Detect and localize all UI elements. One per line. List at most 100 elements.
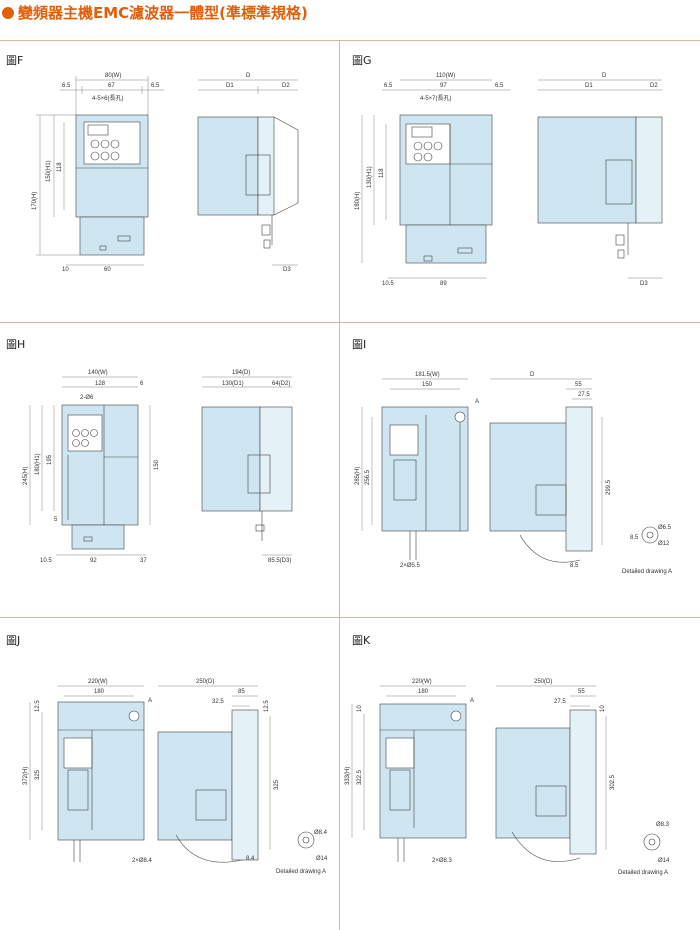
dim-height: 333(H) (345, 767, 351, 785)
dim-width: 80(W) (105, 73, 121, 79)
dim-d-offset: 27.5 (578, 392, 590, 398)
callout-a: A (148, 698, 152, 704)
detail-dia-2: Ø12 (658, 541, 670, 547)
dim-width: 110(W) (436, 73, 455, 79)
divider (339, 40, 340, 930)
dim-d-top: 12.5 (264, 700, 270, 712)
detail-dia-2: Ø14 (316, 856, 328, 862)
dim-bottom-left: 10 (62, 267, 69, 273)
divider (0, 322, 700, 323)
dim-depth: 194(D) (232, 370, 250, 376)
dim-h2: 195 (47, 454, 53, 465)
page-title: 變頻器主機EMC濾波器一體型(準標準規格) (2, 2, 308, 23)
dim-d-height: 302.5 (610, 774, 616, 790)
dim-h3: 299.5 (606, 479, 612, 495)
dim-d-right: 55 (575, 382, 582, 388)
dim-width: 220(W) (412, 679, 432, 685)
dim-h1: 180(H1) (35, 453, 41, 475)
dim-foot: 8.5 (570, 563, 579, 569)
detail-caption: Detailed drawing A (622, 569, 672, 575)
dim-depth: 250(D) (534, 679, 552, 685)
panel-label-i: 圖I (352, 338, 367, 351)
dim-d1: 130(D1) (222, 381, 244, 387)
dim-holes: 2×Ø5.5 (400, 563, 421, 569)
dim-bottom-mid: 89 (440, 281, 447, 287)
dim-h2: 256.5 (365, 469, 371, 485)
dim-bottom-mid: 92 (90, 558, 97, 564)
dim-d1: D1 (585, 83, 593, 89)
detail-dim: 8.5 (630, 535, 639, 541)
dim-mid: 128 (95, 381, 106, 387)
dim-foot: 8.4 (246, 856, 255, 862)
dim-depth: D (246, 73, 251, 79)
panel-label-h: 圖H (6, 338, 26, 351)
dim-height: 372(H) (23, 767, 29, 785)
dim-width: 220(W) (88, 679, 108, 685)
dim-bottom: 5 (54, 517, 58, 523)
dim-d-top: 10 (600, 705, 606, 712)
callout-a: A (470, 698, 474, 704)
dim-holes: 2×Ø8.3 (432, 858, 453, 864)
dim-d2: D2 (282, 83, 290, 89)
divider (0, 617, 700, 618)
detail-dia-1: Ø8.3 (656, 822, 670, 828)
bullet-icon (2, 7, 14, 19)
dim-depth: D (530, 372, 535, 378)
panel-label-f: 圖F (6, 54, 24, 67)
dim-d-offset: 32.5 (212, 699, 224, 705)
dim-bottom-left: 10.5 (40, 558, 52, 564)
dim-h2: 325 (35, 769, 41, 780)
dim-depth: D (602, 73, 607, 79)
drawing-i: 181.5(W) 150 285(H) 256.5 299.5 A D 55 2… (355, 372, 672, 575)
dim-d3: 85.5(D3) (268, 558, 291, 564)
dim-d-offset: 27.5 (554, 699, 566, 705)
dim-height: 285(H) (355, 467, 361, 485)
divider (0, 40, 700, 41)
dim-h2: 118 (379, 168, 385, 178)
dim-d2: 64(D2) (272, 381, 290, 387)
dim-mid: 67 (108, 83, 115, 89)
drawing-g: 110(W) 6.5 97 6.5 4-5×7(長孔) 180(H) 130(H… (355, 73, 663, 287)
dim-mid: 97 (440, 83, 447, 89)
dim-d3: D3 (640, 281, 648, 287)
dim-mid: 180 (94, 689, 105, 695)
dim-mid: 180 (418, 689, 429, 695)
dim-holes: 4-5×6(長孔) (92, 94, 124, 102)
dim-height: 245(H) (23, 467, 29, 485)
panel-label-j: 圖J (6, 634, 21, 647)
detail-caption: Detailed drawing A (276, 869, 326, 875)
dim-holes: 2-Ø6 (80, 395, 94, 401)
dim-height: 170(H) (32, 192, 38, 210)
dim-bottom-right: 37 (140, 558, 147, 564)
dim-h2: 322.5 (357, 769, 363, 785)
dim-depth: 250(D) (196, 679, 214, 685)
drawing-f: 80(W) 6.5 67 6.5 4-5×6(長孔) 170(H) 150(H1… (32, 73, 299, 273)
panel-label-g: 圖G (352, 54, 372, 67)
dim-d-right: 55 (578, 689, 585, 695)
dim-bottom-mid: 60 (104, 267, 111, 273)
dim-right: 6.5 (495, 83, 504, 89)
dim-top: 12.5 (35, 700, 41, 712)
detail-dia-1: Ø6.5 (658, 525, 672, 531)
dim-holes: 4-5×7(長孔) (420, 94, 452, 102)
dim-d2: D2 (650, 83, 658, 89)
dim-d-height: 325 (274, 779, 280, 790)
dim-holes: 2×Ø8.4 (132, 858, 153, 864)
dim-bottom-left: 10.5 (382, 281, 394, 287)
detail-caption: Detailed drawing A (618, 870, 668, 876)
dim-h1: 130(H1) (367, 166, 373, 188)
callout-a: A (475, 399, 479, 405)
dim-h2: 118 (57, 162, 63, 172)
panel-label-k: 圖K (352, 634, 371, 647)
dim-height: 180(H) (355, 192, 361, 210)
dim-left: 6.5 (62, 83, 71, 89)
dim-width: 181.5(W) (415, 372, 440, 378)
dim-top: 10 (357, 705, 363, 712)
drawing-j: 220(W) 180 372(H) 325 12.5 A 250(D) 85 3… (23, 679, 328, 875)
drawing-k: 220(W) 180 333(H) 322.5 10 A 250(D) 55 2… (345, 679, 670, 876)
dim-width: 140(W) (88, 370, 108, 376)
dim-mid: 150 (422, 382, 433, 388)
dim-h3: 150 (154, 459, 160, 470)
dim-h1: 150(H1) (46, 160, 52, 182)
drawing-h: 140(W) 128 6 2-Ø6 245(H) 180(H1) 195 150… (23, 370, 293, 564)
